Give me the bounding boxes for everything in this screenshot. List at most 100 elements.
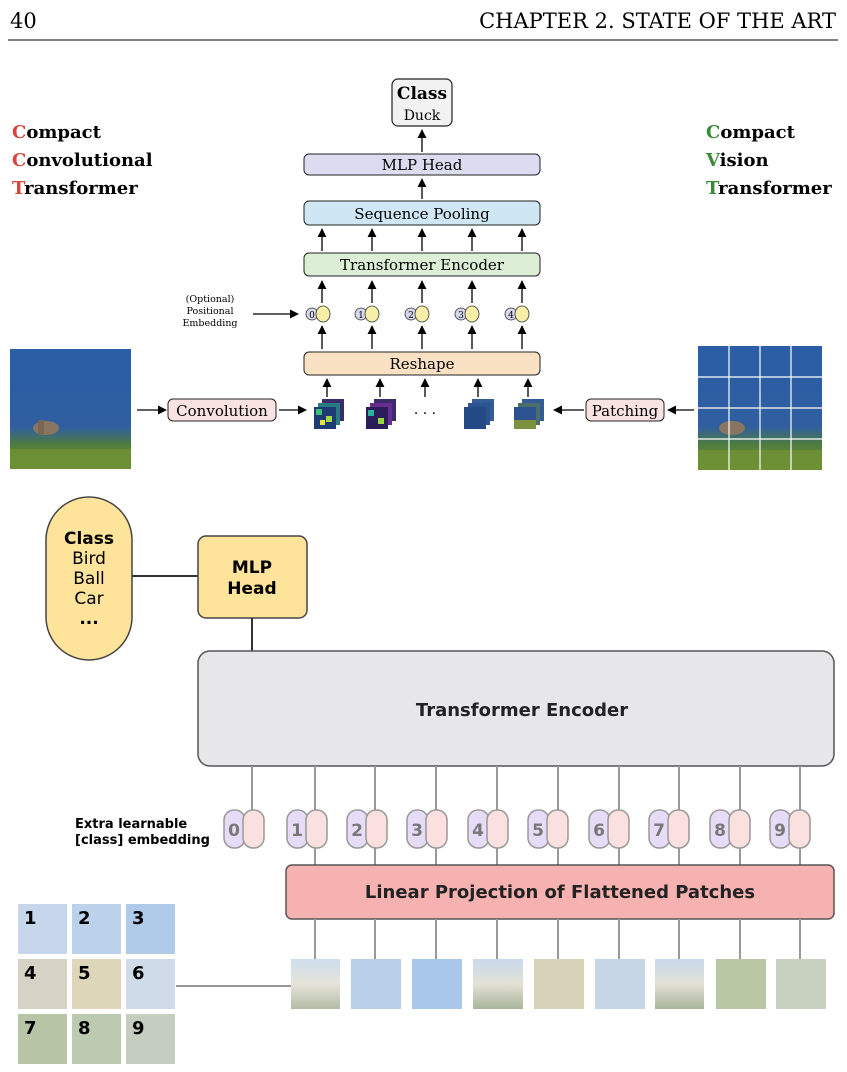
- arrows-encoder-to-pool: [317, 228, 527, 251]
- grid-number-6: 6: [132, 963, 145, 984]
- position-index-1: 1: [358, 311, 364, 321]
- svg-text:Convolutional: Convolutional: [12, 150, 153, 171]
- extra-label-line-2: [class] embedding: [75, 833, 210, 848]
- token-index-5: 5: [532, 821, 544, 841]
- vit-class-option-1: Bird: [72, 549, 106, 569]
- cvt-input-image: [698, 346, 822, 470]
- vit-mlp-head-line-2: Head: [227, 579, 276, 599]
- token-projection-connectors: [314, 848, 801, 865]
- embedding-token-0: 0: [223, 809, 265, 849]
- embedding-token-1: 1: [286, 809, 328, 849]
- token-index-1: 1: [291, 821, 303, 841]
- cvt-initial-2: V: [705, 150, 721, 171]
- cvt-rest-2: ision: [720, 150, 769, 171]
- feature-map-stack-1: [314, 399, 344, 429]
- embedding-token-5: 5: [527, 809, 569, 849]
- convolution-label: Convolution: [176, 402, 268, 420]
- cct-label: Compact Convolutional Transformer: [12, 122, 153, 199]
- encoder-token-connectors: [251, 766, 801, 810]
- position-index-2: 2: [408, 311, 414, 321]
- cct-rest-1: ompact: [26, 122, 101, 143]
- vit-class-ellipsis: ...: [79, 609, 98, 629]
- svg-text:Transformer: Transformer: [12, 178, 138, 199]
- class-output-box: [391, 78, 453, 127]
- extra-label-line-1: Extra learnable: [75, 817, 187, 832]
- position-token-3: 3: [454, 305, 480, 323]
- grid-number-1: 1: [24, 908, 37, 929]
- grid-number-9: 9: [132, 1018, 145, 1039]
- grid-number-7: 7: [24, 1018, 37, 1039]
- cct-diagram: Class Duck MLP Head Sequence Pooling Tra…: [10, 78, 822, 470]
- reshape-label: Reshape: [390, 355, 455, 373]
- position-token-1: 1: [354, 305, 380, 323]
- cvt-rest-1: ompact: [720, 122, 795, 143]
- mlp-head-label: MLP Head: [382, 156, 463, 174]
- vit-class-title: Class: [64, 529, 114, 549]
- cvt-initial-1: C: [706, 122, 720, 143]
- vit-diagram: Class Bird Ball Car ... MLP Head Transfo…: [18, 496, 835, 1064]
- patch-stack-1: [464, 399, 494, 429]
- class-output-title: Class: [397, 84, 447, 104]
- vit-class-pill: [45, 496, 133, 661]
- token-index-6: 6: [593, 821, 605, 841]
- linear-projection-box: [285, 864, 835, 920]
- embedding-token-8: 8: [709, 809, 751, 849]
- position-index-0: 0: [309, 311, 315, 321]
- svg-text:Transformer: Transformer: [706, 178, 832, 199]
- positional-note-line-2: Positional: [186, 306, 233, 317]
- cct-rest-2: onvolutional: [26, 150, 152, 171]
- positional-note-line-3: Embedding: [182, 318, 237, 329]
- projection-patch-connectors: [314, 919, 801, 959]
- position-index-3: 3: [458, 311, 464, 321]
- vit-transformer-encoder-label: Transformer Encoder: [416, 700, 628, 721]
- patching-box: [585, 398, 665, 422]
- vit-mlp-head-line-1: MLP: [232, 558, 272, 578]
- cvt-label: Compact Vision Transformer: [705, 122, 832, 199]
- token-index-4: 4: [472, 821, 484, 841]
- cvt-initial-3: T: [706, 178, 720, 199]
- cct-rest-3: ransformer: [24, 178, 138, 199]
- position-index-4: 4: [508, 311, 514, 321]
- embedding-token-7: 7: [648, 809, 690, 849]
- cct-transformer-encoder-box: [303, 252, 541, 277]
- patching-label: Patching: [592, 402, 659, 420]
- grid-number-8: 8: [78, 1018, 91, 1039]
- vit-class-option-3: Car: [74, 589, 103, 609]
- embedding-token-4: 4: [467, 809, 509, 849]
- sequence-pooling-box: [303, 200, 541, 226]
- embedding-token-3: 3: [406, 809, 448, 849]
- embedding-token-9: 9: [769, 809, 811, 849]
- grid-number-2: 2: [78, 908, 91, 929]
- token-index-3: 3: [411, 821, 423, 841]
- cct-initial-3: T: [12, 178, 26, 199]
- grid-number-4: 4: [24, 963, 37, 984]
- patch-stack-2: [514, 399, 544, 429]
- positional-note-line-1: (Optional): [186, 294, 235, 305]
- arrows-tokens-to-encoder: [317, 280, 527, 303]
- class-output-value: Duck: [404, 108, 441, 124]
- linear-projection-label: Linear Projection of Flattened Patches: [365, 882, 755, 903]
- svg-text:Compact: Compact: [12, 122, 102, 143]
- cct-initial-2: C: [12, 150, 26, 171]
- vit-class-option-2: Ball: [73, 569, 105, 589]
- svg-text:Vision: Vision: [705, 150, 769, 171]
- embedding-token-6: 6: [588, 809, 630, 849]
- arrows-reshape-to-tokens: [317, 325, 527, 349]
- token-index-8: 8: [714, 821, 726, 841]
- page-number: 40: [10, 9, 37, 33]
- grid-number-3: 3: [132, 908, 145, 929]
- flattened-patches: [291, 959, 826, 1009]
- chapter-title: CHAPTER 2. STATE OF THE ART: [479, 9, 836, 33]
- cct-initial-1: C: [12, 122, 26, 143]
- patch-grid-numbers: 1 2 3 4 5 6 7 8 9: [24, 908, 145, 1039]
- patch-grid: [18, 904, 175, 1064]
- cct-input-image: [10, 349, 131, 469]
- arrows-features-to-reshape: [322, 378, 533, 397]
- token-index-7: 7: [653, 821, 665, 841]
- cct-transformer-encoder-label: Transformer Encoder: [340, 256, 505, 274]
- feature-map-stack-2: [366, 399, 396, 429]
- svg-text:Compact: Compact: [706, 122, 796, 143]
- token-index-2: 2: [351, 821, 363, 841]
- embedding-token-2: 2: [346, 809, 388, 849]
